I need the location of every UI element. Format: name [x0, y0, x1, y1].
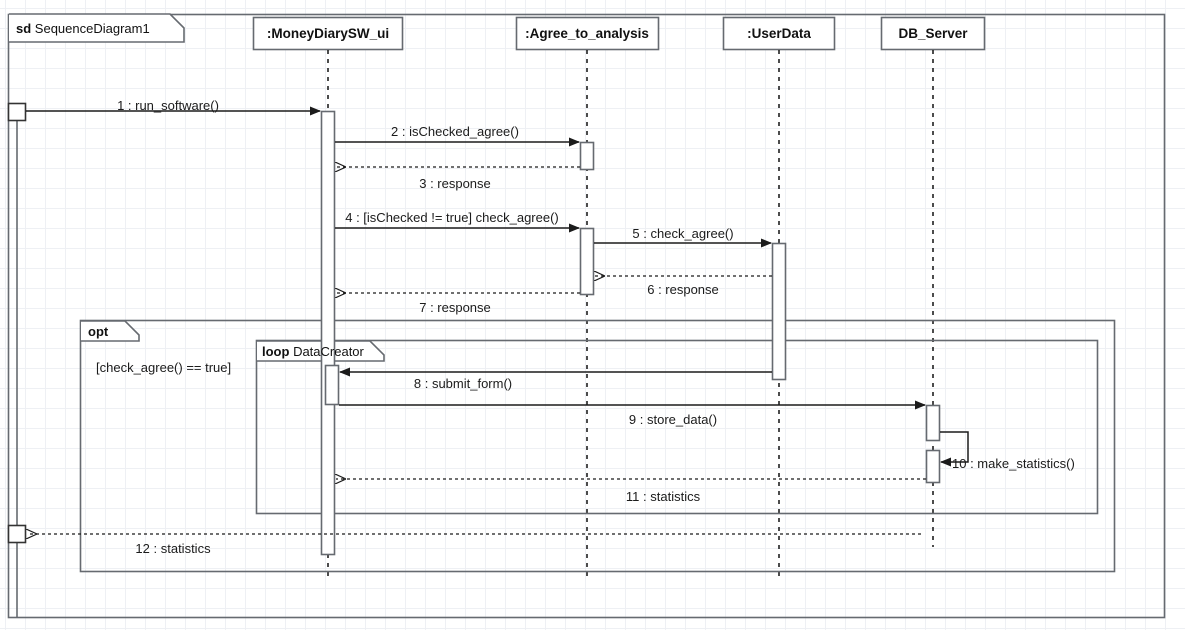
- loop-name: DataCreator: [293, 344, 364, 359]
- opt-keyword: opt: [88, 324, 109, 339]
- message-label-7: 7 : response: [419, 300, 491, 315]
- message-label-10: 10 : make_statistics(): [952, 456, 1075, 471]
- lifeline-head-boxes: [252, 16, 986, 51]
- activation-ui-loop: [324, 364, 340, 406]
- messages: [26, 106, 969, 534]
- activation-userdata-1: [771, 242, 787, 381]
- diagram-frame: [7, 13, 1166, 619]
- message-label-12: 12 : statistics: [135, 541, 211, 556]
- frame-keyword: sd: [16, 21, 32, 36]
- lifeline-box-agree: [515, 16, 660, 51]
- lifeline-label-userdata[interactable]: :UserData: [747, 26, 811, 41]
- activation-agree-2: [579, 227, 595, 296]
- lifeline-box-userdata: [722, 16, 836, 51]
- lifeline-box-dbserver: [880, 16, 986, 51]
- activation-dbserver-self: [925, 449, 941, 484]
- gate-start: [7, 102, 27, 122]
- activation-bars: [320, 110, 941, 556]
- gate-end: [7, 524, 27, 544]
- message-label-1: 1 : run_software(): [117, 98, 219, 113]
- message-arrow-10: [940, 431, 969, 467]
- lifeline-label-ui[interactable]: :MoneyDiarySW_ui: [266, 26, 390, 41]
- opt-guard: [check_agree() == true]: [96, 360, 232, 375]
- message-label-6: 6 : response: [647, 282, 719, 297]
- lifeline-label-dbserver[interactable]: DB_Server: [898, 26, 968, 41]
- frame-name: SequenceDiagram1: [34, 21, 150, 36]
- message-label-5: 5 : check_agree(): [632, 226, 734, 241]
- loop-fragment-header: loop DataCreator: [262, 345, 364, 358]
- message-label-4: 4 : [isChecked != true] check_agree(): [345, 210, 559, 225]
- activation-dbserver-1: [925, 404, 941, 442]
- message-label-3: 3 : response: [419, 176, 491, 191]
- activation-ui-main: [320, 110, 336, 556]
- activation-agree-1: [579, 141, 595, 171]
- message-label-9: 9 : store_data(): [628, 412, 718, 427]
- lifeline-label-agree[interactable]: :Agree_to_analysis: [525, 26, 649, 41]
- message-label-2: 2 : isChecked_agree(): [391, 124, 519, 139]
- opt-fragment: [79, 319, 1116, 573]
- message-label-8: 8 : submit_form(): [413, 376, 513, 391]
- opt-fragment-header: opt: [88, 325, 108, 338]
- frame-heading: sd SequenceDiagram1: [16, 22, 150, 35]
- loop-fragment: [255, 339, 1099, 515]
- lifeline-box-ui: [252, 16, 404, 51]
- message-label-11: 11 : statistics: [625, 489, 701, 504]
- gates: [7, 102, 27, 544]
- loop-keyword: loop: [262, 344, 290, 359]
